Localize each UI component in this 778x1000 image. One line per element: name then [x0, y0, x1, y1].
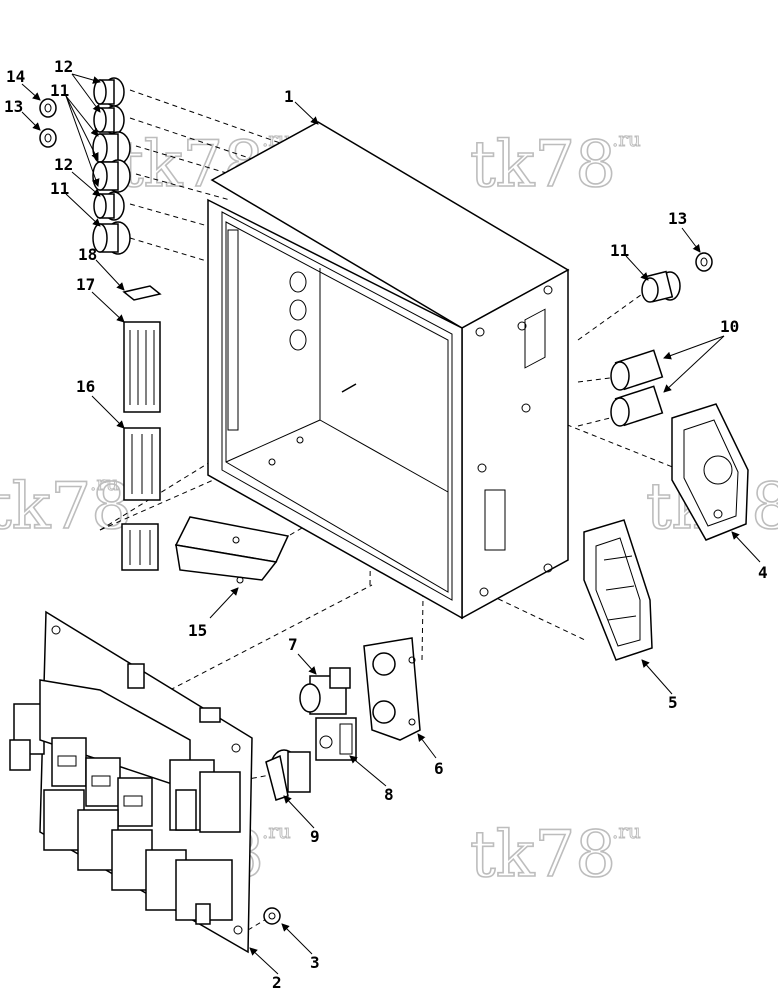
- callout-10: 10: [720, 317, 739, 336]
- enclosure-box: [207, 121, 570, 620]
- callout-6: 6: [434, 759, 444, 778]
- callout-12-bottom: 12: [54, 155, 73, 174]
- callout-11-bottom: 11: [50, 179, 69, 198]
- callout-18: 18: [78, 245, 97, 264]
- callout-11-right: 11: [610, 241, 629, 260]
- watermark-2: tk78 .ru: [469, 127, 641, 203]
- callout-16: 16: [76, 377, 95, 396]
- callout-14: 14: [6, 67, 25, 86]
- right-fittings: [610, 252, 713, 427]
- contact-block-8: [315, 717, 357, 761]
- callout-5: 5: [668, 693, 678, 712]
- watermark-suffix: .ru: [262, 819, 291, 843]
- mounting-panel: [9, 610, 253, 954]
- watermark-suffix: .ru: [90, 471, 119, 495]
- connector-housing-4: [671, 403, 749, 541]
- callout-7: 7: [288, 635, 298, 654]
- callout-13-left: 13: [4, 97, 23, 116]
- cable-glands-left: [92, 77, 131, 255]
- callout-4: 4: [758, 563, 768, 582]
- watermark-suffix: .ru: [612, 819, 641, 843]
- callout-13-right: 13: [668, 209, 687, 228]
- callout-11-top: 11: [50, 81, 69, 100]
- watermark-7: tk78 .ru: [469, 817, 641, 893]
- watermark-suffix: .ru: [612, 127, 641, 151]
- watermark-brand: tk78: [0, 470, 132, 544]
- watermark-brand: tk78: [470, 128, 616, 202]
- callout-8: 8: [384, 785, 394, 804]
- button-plate: [363, 637, 421, 741]
- callout-3: 3: [310, 953, 320, 972]
- callout-labels: 1 2 3 4 5 6 7 8 9 10 11 11 11 12 12 13 1…: [4, 57, 768, 992]
- screw-3: [263, 907, 281, 925]
- assembly-lines: [99, 89, 681, 931]
- push-button-7: [299, 667, 351, 715]
- connector-insert-5: [583, 519, 653, 661]
- callout-12-top: 12: [54, 57, 73, 76]
- nuts-left: [39, 98, 57, 148]
- callout-17: 17: [76, 275, 95, 294]
- callout-15: 15: [188, 621, 207, 640]
- callout-9: 9: [310, 827, 320, 846]
- watermark-brand: tk78: [470, 818, 616, 892]
- callout-2: 2: [272, 973, 282, 992]
- watermark-3: tk78 .ru: [0, 469, 133, 545]
- selector-switch-9: [265, 749, 311, 801]
- terminal-blocks: [121, 285, 162, 571]
- callout-1: 1: [284, 87, 294, 106]
- leader-lines: [21, 73, 761, 975]
- mounting-bracket: [174, 516, 290, 584]
